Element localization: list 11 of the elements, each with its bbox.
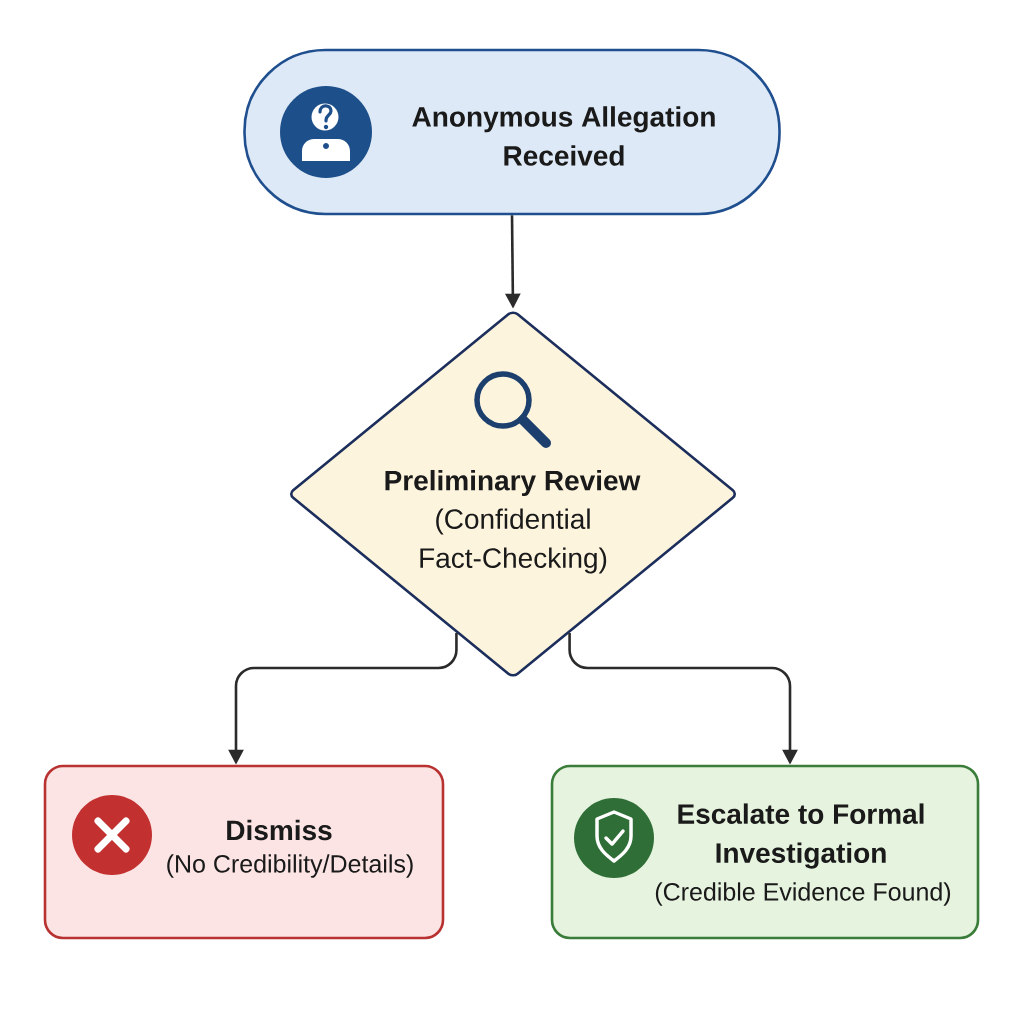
node-note: (Confidential Fact-Checking): [420, 508, 607, 574]
node-label: Escalate to Formal Investigation: [678, 803, 924, 869]
process-box: [43, 764, 445, 940]
process-box: [550, 764, 980, 940]
decision-diamond: [289, 311, 737, 677]
node-note: (No Credibility/Details): [167, 854, 413, 878]
node-label: Preliminary Review: [385, 469, 641, 497]
node-note: (Credible Evidence Found): [655, 882, 951, 906]
rounded-box: [243, 48, 781, 216]
node-label: Dismiss: [227, 819, 332, 841]
node-label: Anonymous Allegation Received: [412, 106, 715, 166]
